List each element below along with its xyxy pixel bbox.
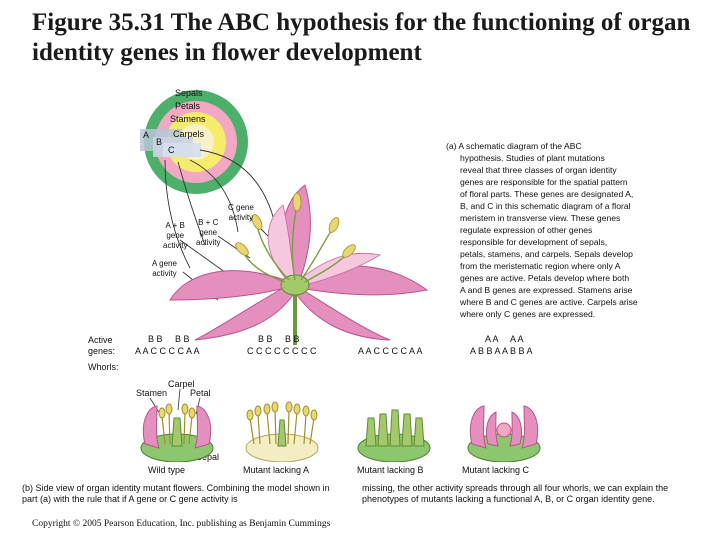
- c-gene-activity-label: C gene activity: [228, 203, 254, 223]
- ab-gene-activity-label: A + B gene activity: [163, 221, 187, 251]
- bc-line2: gene: [199, 228, 218, 237]
- mutant-b-flower: [357, 409, 431, 462]
- desc-line: from the meristematic region where only …: [460, 261, 621, 271]
- zone-b-label: B: [156, 137, 163, 147]
- desc-line: responsible for development of sepals,: [460, 237, 608, 247]
- petal-label: Petal: [190, 388, 211, 398]
- caption-mutant-a: Mutant lacking A: [243, 465, 310, 475]
- petals-label: Petals: [175, 101, 201, 111]
- c-gene-line2: activity: [228, 213, 254, 222]
- ab-line2: gene: [166, 231, 185, 240]
- zone-c-box: [163, 143, 201, 157]
- ab-line1: A + B: [165, 221, 185, 230]
- ab-line3: activity: [163, 241, 188, 250]
- mutant-a-flower: [245, 401, 319, 462]
- desc-line: where B and C genes are active. Carpels …: [460, 297, 638, 307]
- mutant-c-flower: [467, 405, 541, 462]
- zone-a-label: A: [143, 130, 150, 140]
- caption-mutant-c: Mutant lacking C: [462, 465, 530, 475]
- desc-line: genes are responsible for the spatial pa…: [460, 177, 628, 187]
- col2-genes-top: B B B B: [258, 334, 300, 344]
- desc-line: B, and C in this schematic diagram of a …: [460, 201, 631, 211]
- col3-genes-bottom: A A C C C C A A: [358, 346, 423, 356]
- bc-line3: activity: [196, 238, 221, 247]
- figure-title: Figure 35.31 The ABC hypothesis for the …: [32, 9, 691, 66]
- desc-line: hypothesis. Studies of plant mutations: [460, 153, 605, 163]
- desc-line: (a) A schematic diagram of the ABC: [446, 141, 582, 151]
- carpels-label: Carpels: [173, 129, 205, 139]
- desc-line: of floral parts. These genes are designa…: [460, 189, 634, 199]
- active-genes-line1: Active: [88, 335, 113, 345]
- whorls-label: Whorls:: [88, 362, 119, 372]
- desc-line: A and B genes are expressed. Stamens ari…: [460, 285, 633, 295]
- caption-wild-type: Wild type: [148, 465, 186, 475]
- desc-line: regulate expression of other genes: [460, 225, 593, 235]
- bc-gene-activity-label: B + C gene activity: [196, 218, 220, 248]
- part-a-description: (a) A schematic diagram of the ABC hypot…: [446, 140, 674, 320]
- col4-genes-bottom: A B B A A B B A: [470, 346, 533, 356]
- wild-type-flower: [140, 403, 214, 462]
- carpel-label: Carpel: [168, 379, 195, 389]
- stamens-label: Stamens: [170, 114, 206, 124]
- a-line2: activity: [152, 269, 177, 278]
- col2-genes-bottom: C C C C C C C C: [247, 346, 317, 356]
- stamen-label: Stamen: [136, 388, 168, 398]
- active-genes-line2: genes:: [88, 346, 116, 356]
- a-gene-activity-label: A gene activity: [152, 259, 177, 279]
- desc-line: meristem in transverse view. These genes: [460, 213, 621, 223]
- desc-line: reveal that three classes of organ ident…: [460, 165, 617, 175]
- part-b-caption-right: missing, the other activity spreads thro…: [362, 483, 669, 504]
- desc-line: petals, stamens, and carpels. Sepals dev…: [460, 249, 633, 259]
- caption-mutant-b: Mutant lacking B: [357, 465, 424, 475]
- col4-genes-top: A A A A: [485, 334, 524, 344]
- sepals-label: Sepals: [175, 88, 203, 98]
- zone-c-label: C: [168, 145, 175, 155]
- copyright-notice: Copyright © 2005 Pearson Education, Inc.…: [32, 519, 331, 529]
- bc-line1: B + C: [198, 218, 219, 227]
- col1-genes-top: B B B B: [148, 334, 190, 344]
- desc-line: genes are active. Petals develop where b…: [460, 273, 630, 283]
- col1-genes-bottom: A A C C C C A A: [135, 346, 200, 356]
- flower-illustration: [169, 184, 429, 345]
- part-b-caption-left: (b) Side view of organ identity mutant f…: [22, 483, 330, 504]
- desc-line: where only C genes are expressed.: [460, 309, 596, 319]
- sepal-label: Sepal: [196, 452, 220, 462]
- active-genes-label: Active genes:: [88, 335, 115, 357]
- c-gene-line1: C gene: [228, 203, 254, 212]
- a-line1: A gene: [152, 259, 177, 268]
